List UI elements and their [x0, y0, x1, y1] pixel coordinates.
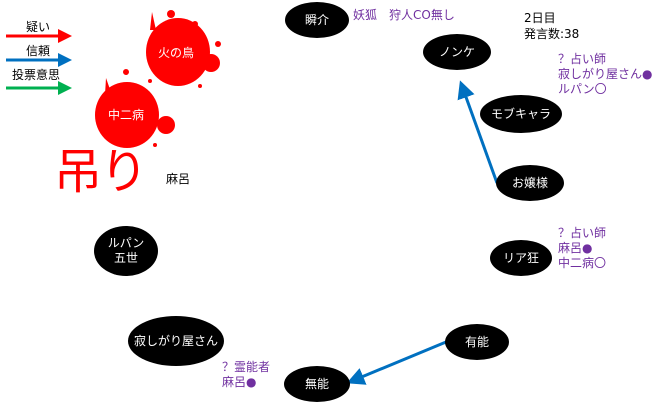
node-shunsuke[interactable]: 瞬介 — [285, 2, 349, 38]
legend-label-vote: 投票意思 — [12, 68, 61, 82]
post-count: 発言数:38 — [524, 27, 580, 41]
node-chuuni-dead[interactable]: 中二病 — [107, 107, 144, 122]
node-mob[interactable]: モブキャラ — [480, 95, 562, 133]
hanged-stamp: 吊り — [54, 144, 148, 200]
node-yuunou[interactable]: 有能 — [445, 324, 509, 360]
node-ojou[interactable]: お嬢様 — [496, 165, 564, 201]
node-sabishi[interactable]: 寂しがり屋さん — [128, 316, 224, 366]
node-lupin[interactable]: ルパン五世 — [94, 226, 158, 276]
node-riakyou[interactable]: リア狂 — [490, 240, 552, 276]
legend-arrow-trust — [6, 53, 72, 67]
node-maro[interactable]: 麻呂 — [156, 164, 200, 194]
legend-label-doubt: 疑い — [26, 20, 51, 34]
day-label: 2日目 — [524, 11, 556, 25]
node-munou[interactable]: 無能 — [284, 366, 350, 402]
trust-arrow-ojou-to-nonke — [457, 80, 499, 184]
node-hinotori-dead[interactable]: 火の鳥 — [157, 45, 194, 60]
legend-arrow-doubt — [6, 29, 72, 43]
node-nonke[interactable]: ノンケ — [423, 34, 491, 70]
note-mob: ？占い師 寂しがり屋さん● ルパン〇 — [558, 52, 653, 96]
trust-arrow-yuunou-to-munou — [346, 340, 447, 385]
note-munou: ？霊能者 麻呂● — [222, 360, 271, 389]
node-lupin-label-1: ルパン — [107, 236, 145, 250]
node-sabishi-label: 寂しがり屋さん — [133, 333, 218, 348]
note-shunsuke: 妖狐 狩人CO無し — [353, 8, 455, 22]
note-riakyou: ？占い師 麻呂● 中二病〇 — [558, 226, 607, 270]
legend-arrow-vote — [6, 81, 72, 95]
blood-splatter — [95, 10, 221, 148]
node-lupin-label-2: 五世 — [113, 251, 138, 265]
legend-label-trust: 信頼 — [26, 44, 51, 58]
